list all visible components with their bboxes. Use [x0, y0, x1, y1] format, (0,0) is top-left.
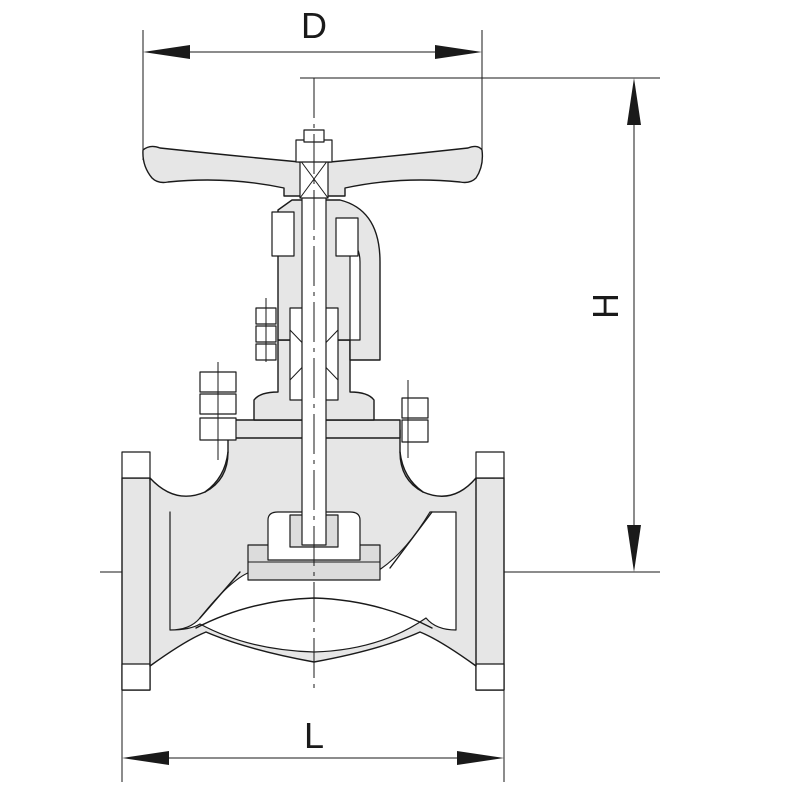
dimension-arrow-top: [627, 78, 641, 125]
body-neck-right: [399, 451, 424, 493]
right-flange-bolt-top: [475, 451, 505, 479]
left-flange-bolt-bottom: [121, 663, 151, 691]
side-fittings: [199, 298, 277, 460]
yoke-nut-right: [335, 217, 359, 257]
body-partition: [199, 511, 433, 619]
dimension-label-l: L: [304, 715, 324, 756]
dimension-d: D: [142, 5, 483, 160]
dimension-arrow-right: [435, 45, 482, 59]
right-flange-bolt-bottom: [475, 663, 505, 691]
handwheel: [142, 129, 484, 199]
dimension-label-d: D: [301, 5, 327, 46]
dimension-h: H: [100, 77, 660, 573]
valve-body: [121, 429, 505, 691]
body-neck-left: [204, 451, 229, 493]
dimension-arrow-right: [457, 751, 504, 765]
left-flange-bolt-top: [121, 451, 151, 479]
bonnet-bolt-right: [401, 397, 429, 419]
dimension-label-h: H: [585, 293, 626, 319]
dimension-arrow-left: [122, 751, 169, 765]
bonnet-bolt-right-lower: [401, 419, 429, 443]
dimension-arrow-bottom: [627, 525, 641, 572]
dimension-arrow-left: [143, 45, 190, 59]
dimension-l: L: [121, 690, 505, 782]
yoke-nut-left: [271, 211, 295, 257]
